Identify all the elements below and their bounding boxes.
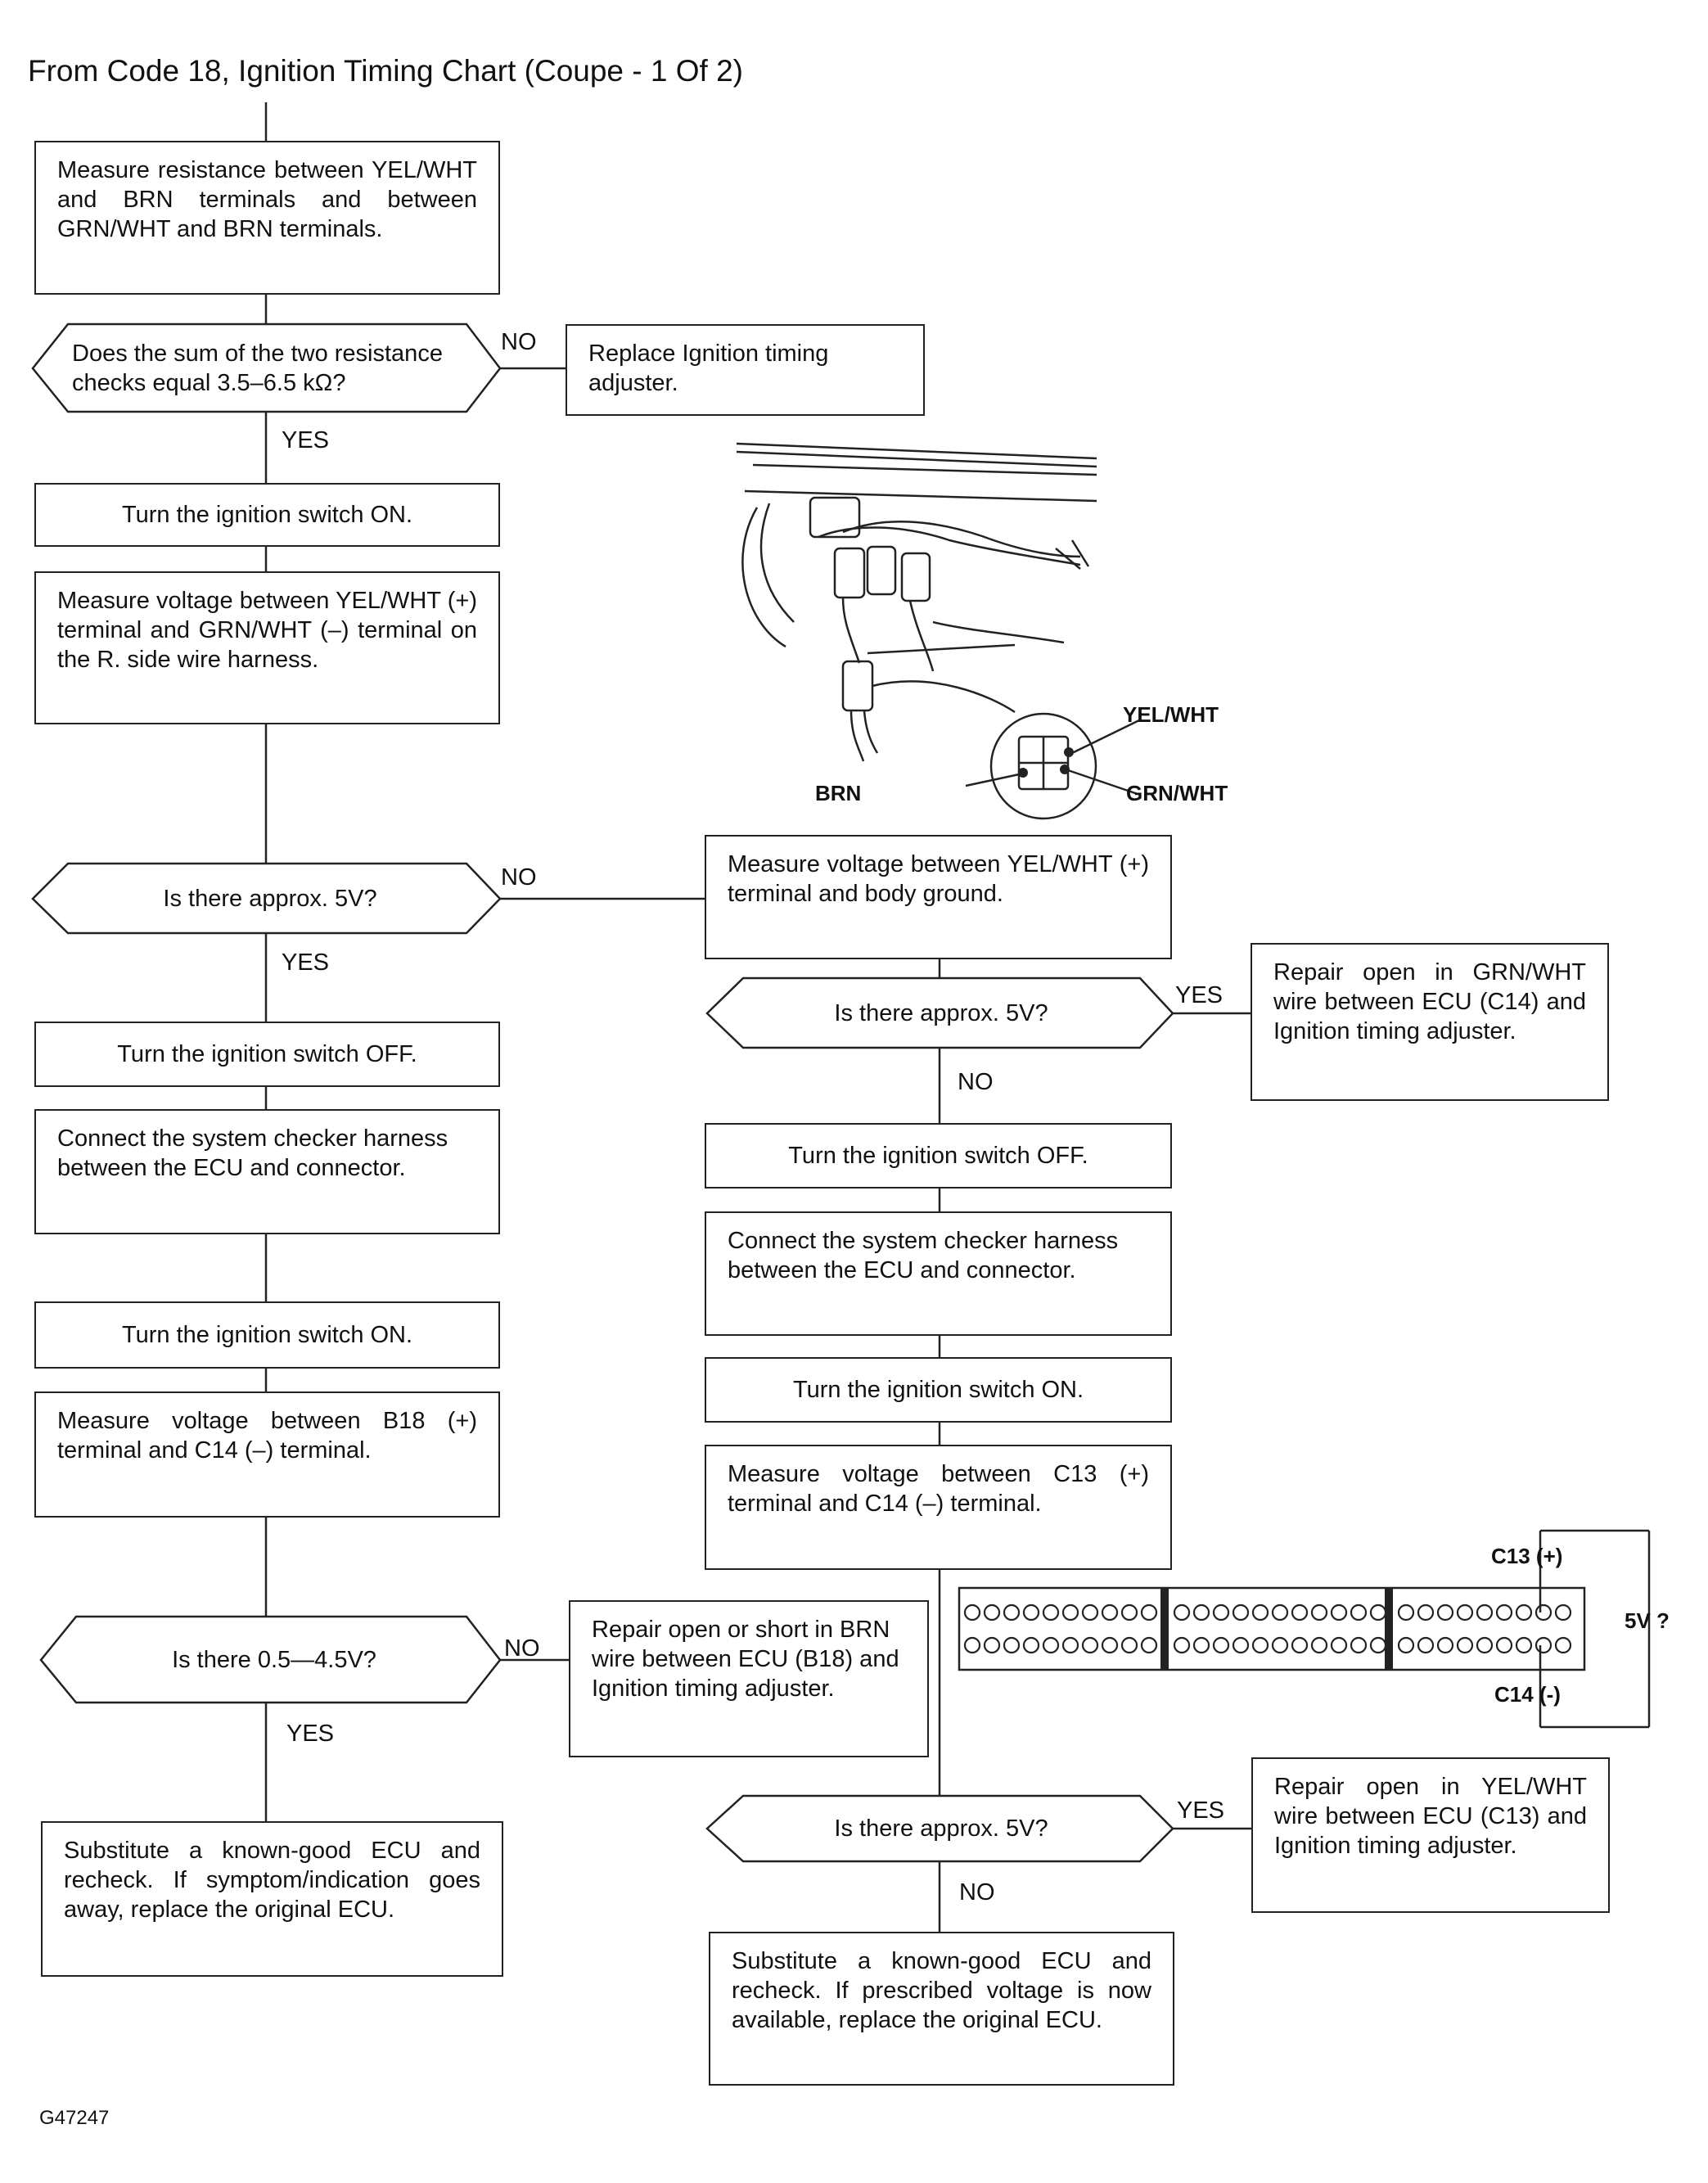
step-measure-body-ground: Measure voltage between YEL/WHT (+) term… <box>705 835 1172 959</box>
decision-approx-5v: Is there approx. 5V? <box>163 885 377 912</box>
step-connect-checker-right: Connect the system checker harness betwe… <box>705 1211 1172 1336</box>
figure-code: G47247 <box>39 2107 110 2129</box>
label-yel-wht: YEL/WHT <box>1123 702 1219 727</box>
action-repair-yel-wire: Repair open in YEL/WHT wire between ECU … <box>1251 1757 1610 1913</box>
step-ignition-off: Turn the ignition switch OFF. <box>34 1022 500 1087</box>
decision-voltage-range: Is there 0.5—4.5V? <box>172 1646 376 1673</box>
label-c13: C13 (+) <box>1491 1544 1563 1568</box>
label-c14: C14 (-) <box>1494 1682 1561 1707</box>
step-ignition-off-right: Turn the ignition switch OFF. <box>705 1123 1172 1188</box>
label-no: NO <box>504 1635 540 1662</box>
step-measure-c13-c14: Measure voltage between C13 (+) terminal… <box>705 1445 1172 1570</box>
label-yes: YES <box>282 949 330 976</box>
decision-resistance-sum: Does the sum of the two resistance check… <box>72 340 443 396</box>
label-yes: YES <box>282 427 330 453</box>
step-connect-checker: Connect the system checker harness betwe… <box>34 1109 500 1234</box>
action-replace-adjuster: Replace Ignition timing adjuster. <box>566 324 925 416</box>
label-brn: BRN <box>815 781 862 805</box>
ecu-connector-figure <box>958 1529 1651 1729</box>
step-measure-b18-c14: Measure voltage between B18 (+) terminal… <box>34 1391 500 1518</box>
label-5v-question: 5V ? <box>1625 1608 1670 1633</box>
step-ignition-on: Turn the ignition switch ON. <box>34 483 500 547</box>
decision-approx-5v-right: Is there approx. 5V? <box>834 999 1048 1026</box>
step-substitute-ecu-right: Substitute a known-good ECU and recheck.… <box>709 1932 1174 2086</box>
label-yes: YES <box>1177 1797 1225 1824</box>
label-no: NO <box>501 329 537 355</box>
step-ignition-on-2: Turn the ignition switch ON. <box>34 1301 500 1369</box>
decision-approx-5v-final: Is there approx. 5V? <box>834 1815 1048 1842</box>
step-measure-voltage-harness: Measure voltage between YEL/WHT (+) term… <box>34 571 500 724</box>
action-repair-brn-wire: Repair open or short in BRN wire between… <box>569 1600 929 1757</box>
label-yes: YES <box>1175 982 1224 1008</box>
step-measure-resistance: Measure resistance between YEL/WHT and B… <box>34 141 500 295</box>
label-no: NO <box>959 1879 995 1906</box>
step-ignition-on-right: Turn the ignition switch ON. <box>705 1357 1172 1423</box>
label-yes: YES <box>286 1721 335 1747</box>
connector-location-illustration <box>736 442 1140 820</box>
action-repair-grn-wire: Repair open in GRN/WHT wire between ECU … <box>1251 943 1609 1101</box>
step-substitute-ecu: Substitute a known-good ECU and recheck.… <box>41 1821 503 1977</box>
label-grn-wht: GRN/WHT <box>1126 781 1228 805</box>
label-no: NO <box>501 864 537 891</box>
chart-heading: From Code 18, Ignition Timing Chart (Cou… <box>28 54 743 88</box>
label-no: NO <box>958 1069 994 1095</box>
